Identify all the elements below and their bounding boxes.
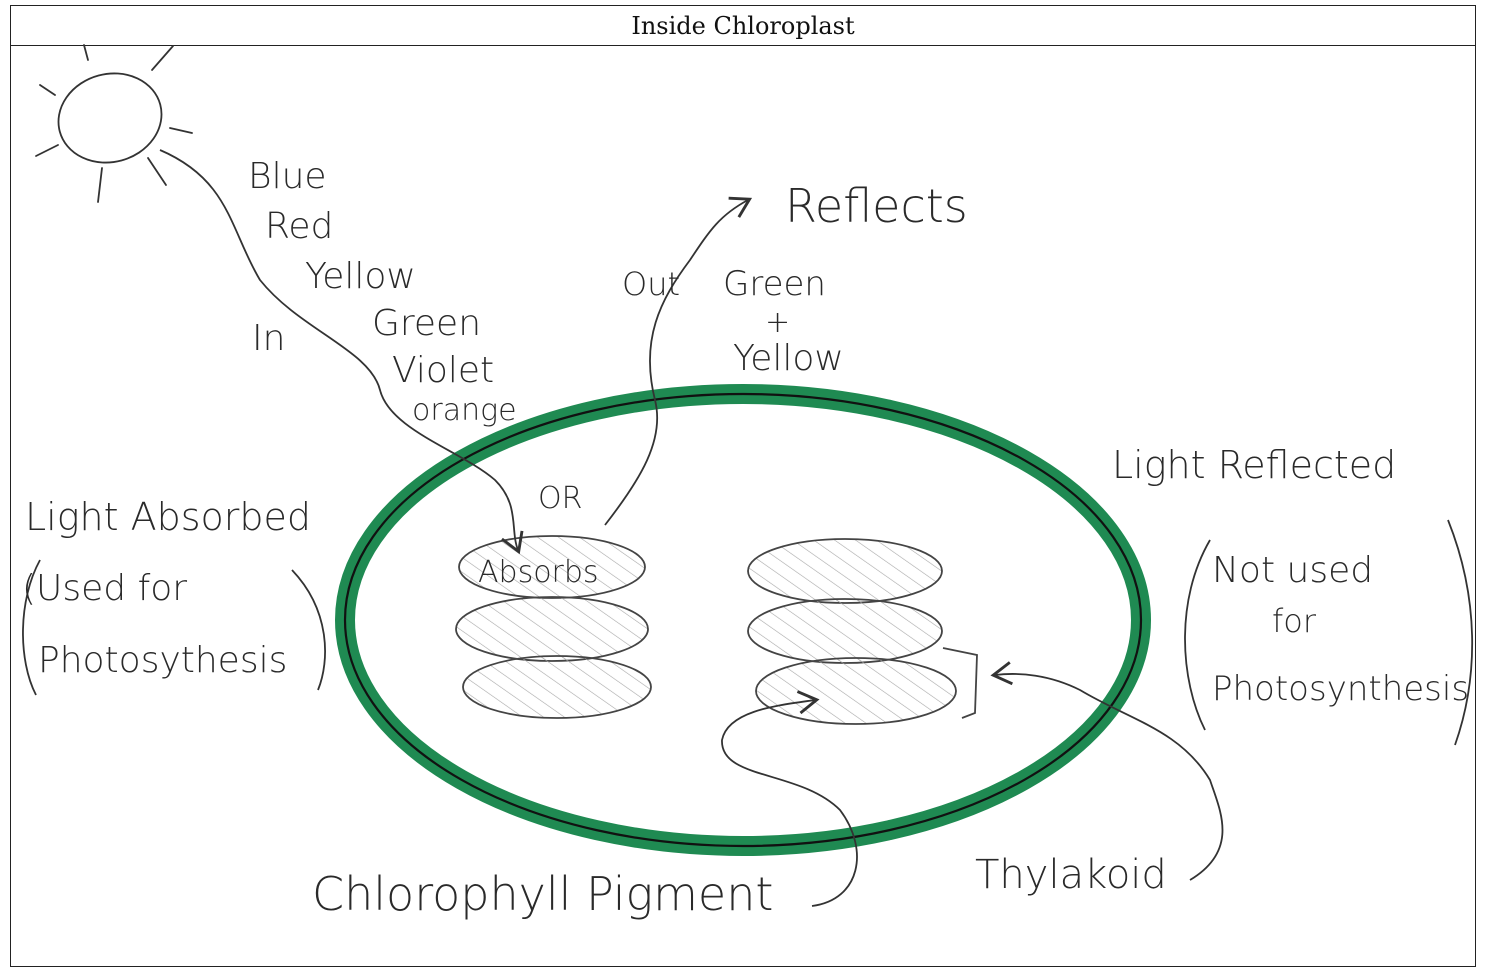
right-note-line-2: Not used: [1212, 550, 1373, 591]
sun-icon: [36, 45, 192, 202]
label-violet: Violet: [392, 350, 494, 391]
label-in: In: [252, 318, 285, 359]
label-red: Red: [265, 206, 333, 247]
label-orange: orange: [412, 393, 517, 428]
label-reflected-yellow: Yellow: [733, 338, 844, 379]
label-yellow: Yellow: [305, 256, 416, 297]
reflected-light-arrow: [605, 200, 748, 525]
label-blue: Blue: [248, 156, 327, 197]
label-or: OR: [538, 481, 582, 516]
right-note-line-4: Photosynthesis: [1212, 669, 1469, 709]
label-out: Out: [622, 265, 680, 303]
label-chlorophyll-pigment: Chlorophyll Pigment: [312, 867, 773, 921]
label-plus: +: [765, 305, 790, 340]
right-note-line-1: Light Reflected: [1112, 443, 1396, 487]
left-note-line-1: Light Absorbed: [25, 495, 311, 539]
label-reflected-green: Green: [723, 264, 826, 304]
label-reflects: Reflects: [785, 179, 968, 233]
label-green: Green: [372, 303, 481, 344]
right-note-line-3: for: [1272, 602, 1317, 640]
label-thylakoid: Thylakoid: [975, 852, 1167, 898]
label-absorbs: Absorbs: [478, 555, 599, 590]
left-note-line-3: Photosythesis: [38, 640, 287, 681]
left-note-line-2: (Used for: [22, 568, 187, 609]
thylakoid-stack-right: [748, 539, 977, 724]
